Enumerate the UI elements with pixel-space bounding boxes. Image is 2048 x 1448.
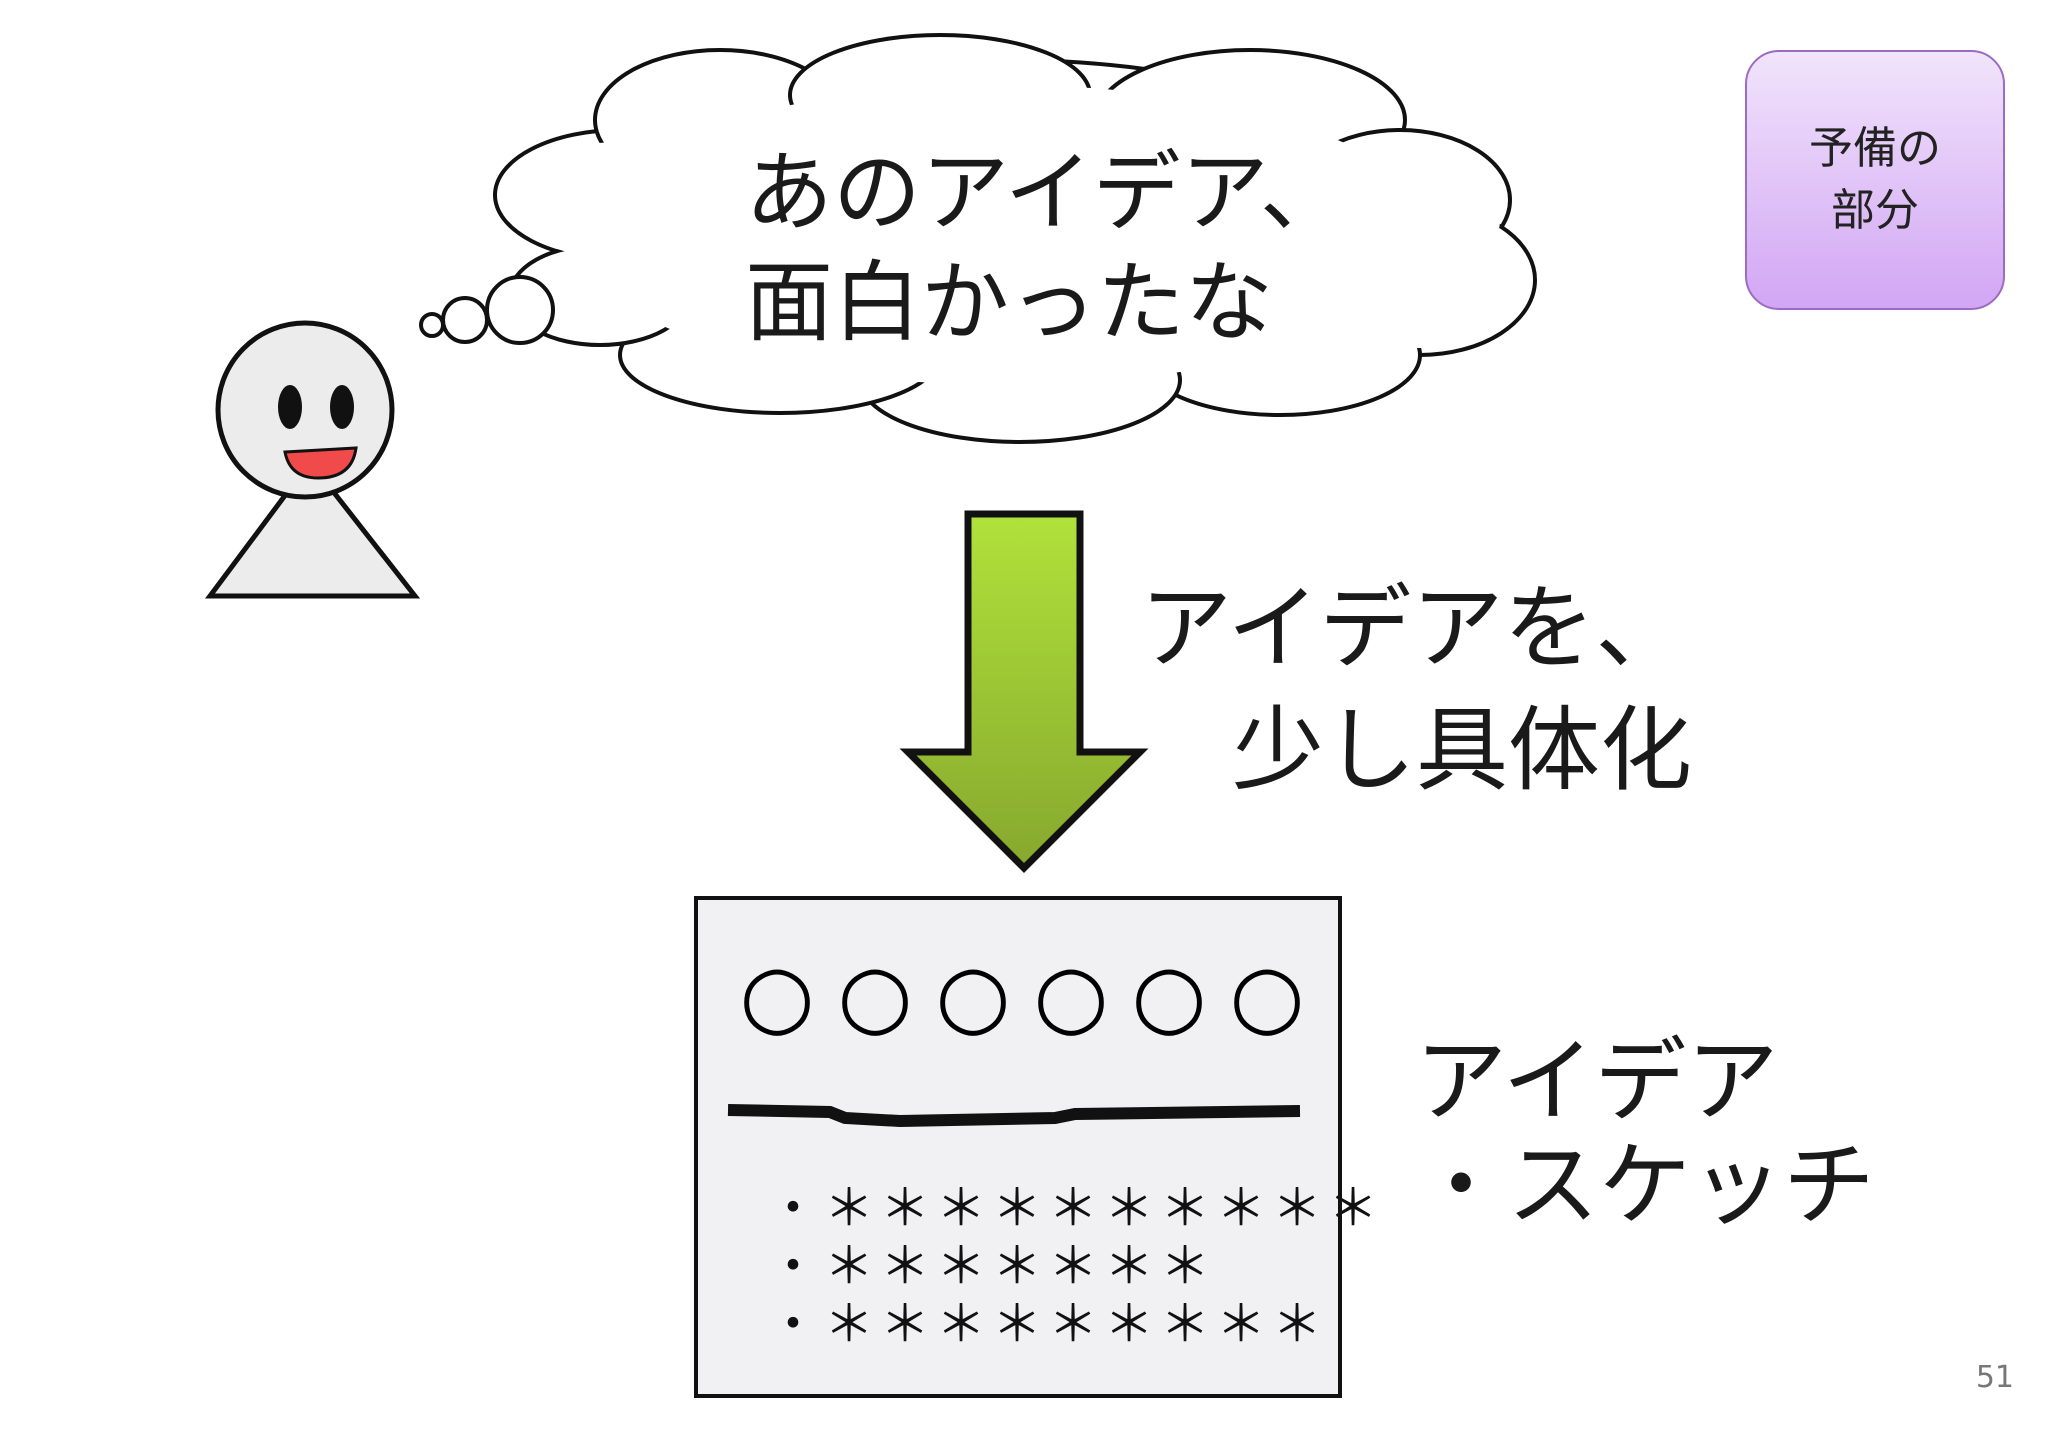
spare-section-badge: 予備の 部分 <box>1745 50 2005 310</box>
sketch-circles-row: ○ ○ ○ ○ ○ ○ <box>735 948 1309 1044</box>
badge-line-1: 予備の <box>1809 123 1941 174</box>
sketch-circle: ○ <box>1229 946 1305 1046</box>
badge-line-2: 部分 <box>1831 185 1919 236</box>
sketch-bullet: ・＊＊＊＊＊＊＊ <box>768 1237 1216 1295</box>
cloud-fill <box>575 85 1435 385</box>
down-arrow-icon <box>899 510 1149 873</box>
sketch-bullet: ・＊＊＊＊＊＊＊＊＊＊ <box>768 1179 1384 1237</box>
sketch-circle: ○ <box>739 946 815 1046</box>
sketch-circle: ○ <box>1131 946 1207 1046</box>
step-line-1: アイデアを、 <box>1140 575 1688 682</box>
sketch-circle: ○ <box>935 946 1011 1046</box>
sketch-circle: ○ <box>837 946 913 1046</box>
idea-sketch-card <box>694 896 1342 1398</box>
sketch-bullet: ・＊＊＊＊＊＊＊＊＊ <box>768 1295 1328 1353</box>
thought-line-1: あのアイデア、 <box>745 141 1348 244</box>
thought-text: あのアイデア、面白かったな <box>745 138 1348 358</box>
thought-bubble-small <box>419 312 445 338</box>
sketch-label-line-1: アイデア <box>1415 1028 1779 1135</box>
sketch-label: アイデア・スケッチ <box>1415 1030 1875 1238</box>
thought-bubble-large <box>485 275 555 345</box>
step-text: アイデアを、 少し具体化 <box>1140 568 1692 812</box>
person-icon <box>205 320 421 599</box>
sketch-label-line-2: ・スケッチ <box>1415 1132 1876 1239</box>
thought-bubble-medium <box>441 296 489 344</box>
sketch-divider-line <box>727 1104 1301 1128</box>
page-number: 51 <box>1975 1360 2014 1395</box>
sketch-circle: ○ <box>1033 946 1109 1046</box>
step-line-2: 少し具体化 <box>1140 697 1693 804</box>
thought-line-2: 面白かったな <box>745 251 1274 354</box>
